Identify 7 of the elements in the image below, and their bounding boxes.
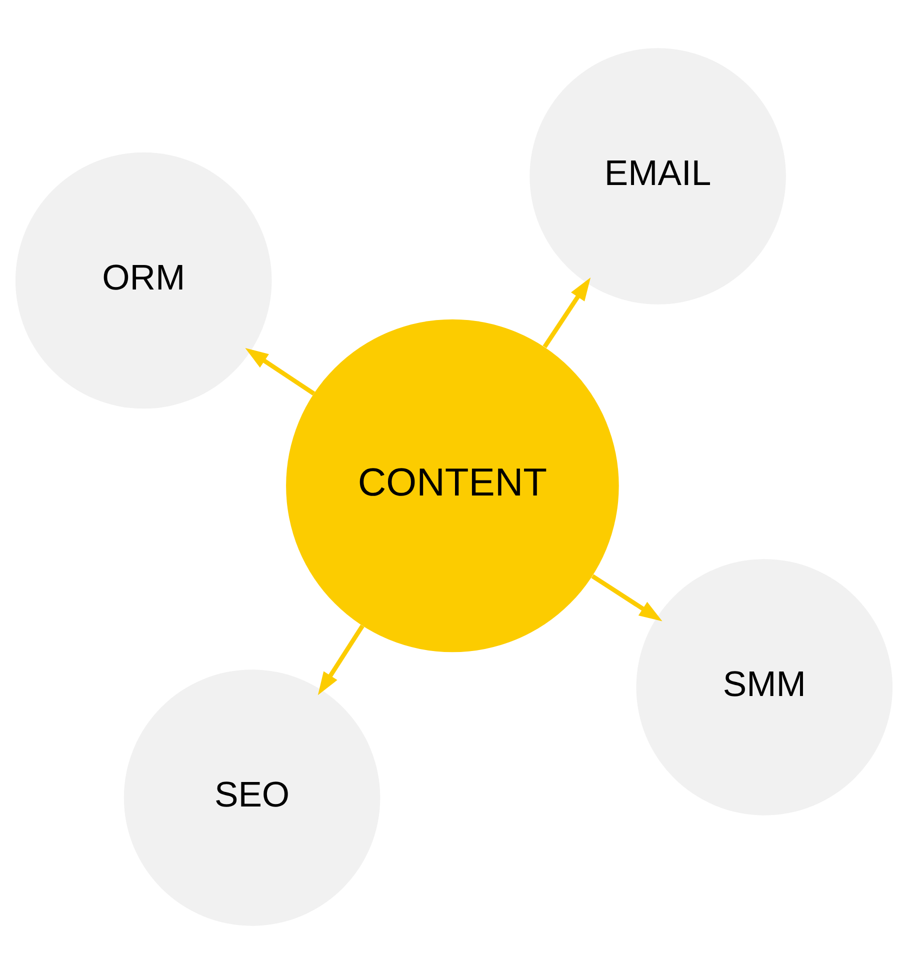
node-circle: ORM	[15, 152, 272, 409]
arrow	[318, 624, 364, 696]
node-circle: EMAIL	[530, 48, 786, 304]
arrow	[591, 574, 662, 622]
node-circle: CONTENT	[286, 319, 619, 652]
arrow	[245, 348, 316, 396]
arrow	[542, 278, 591, 348]
